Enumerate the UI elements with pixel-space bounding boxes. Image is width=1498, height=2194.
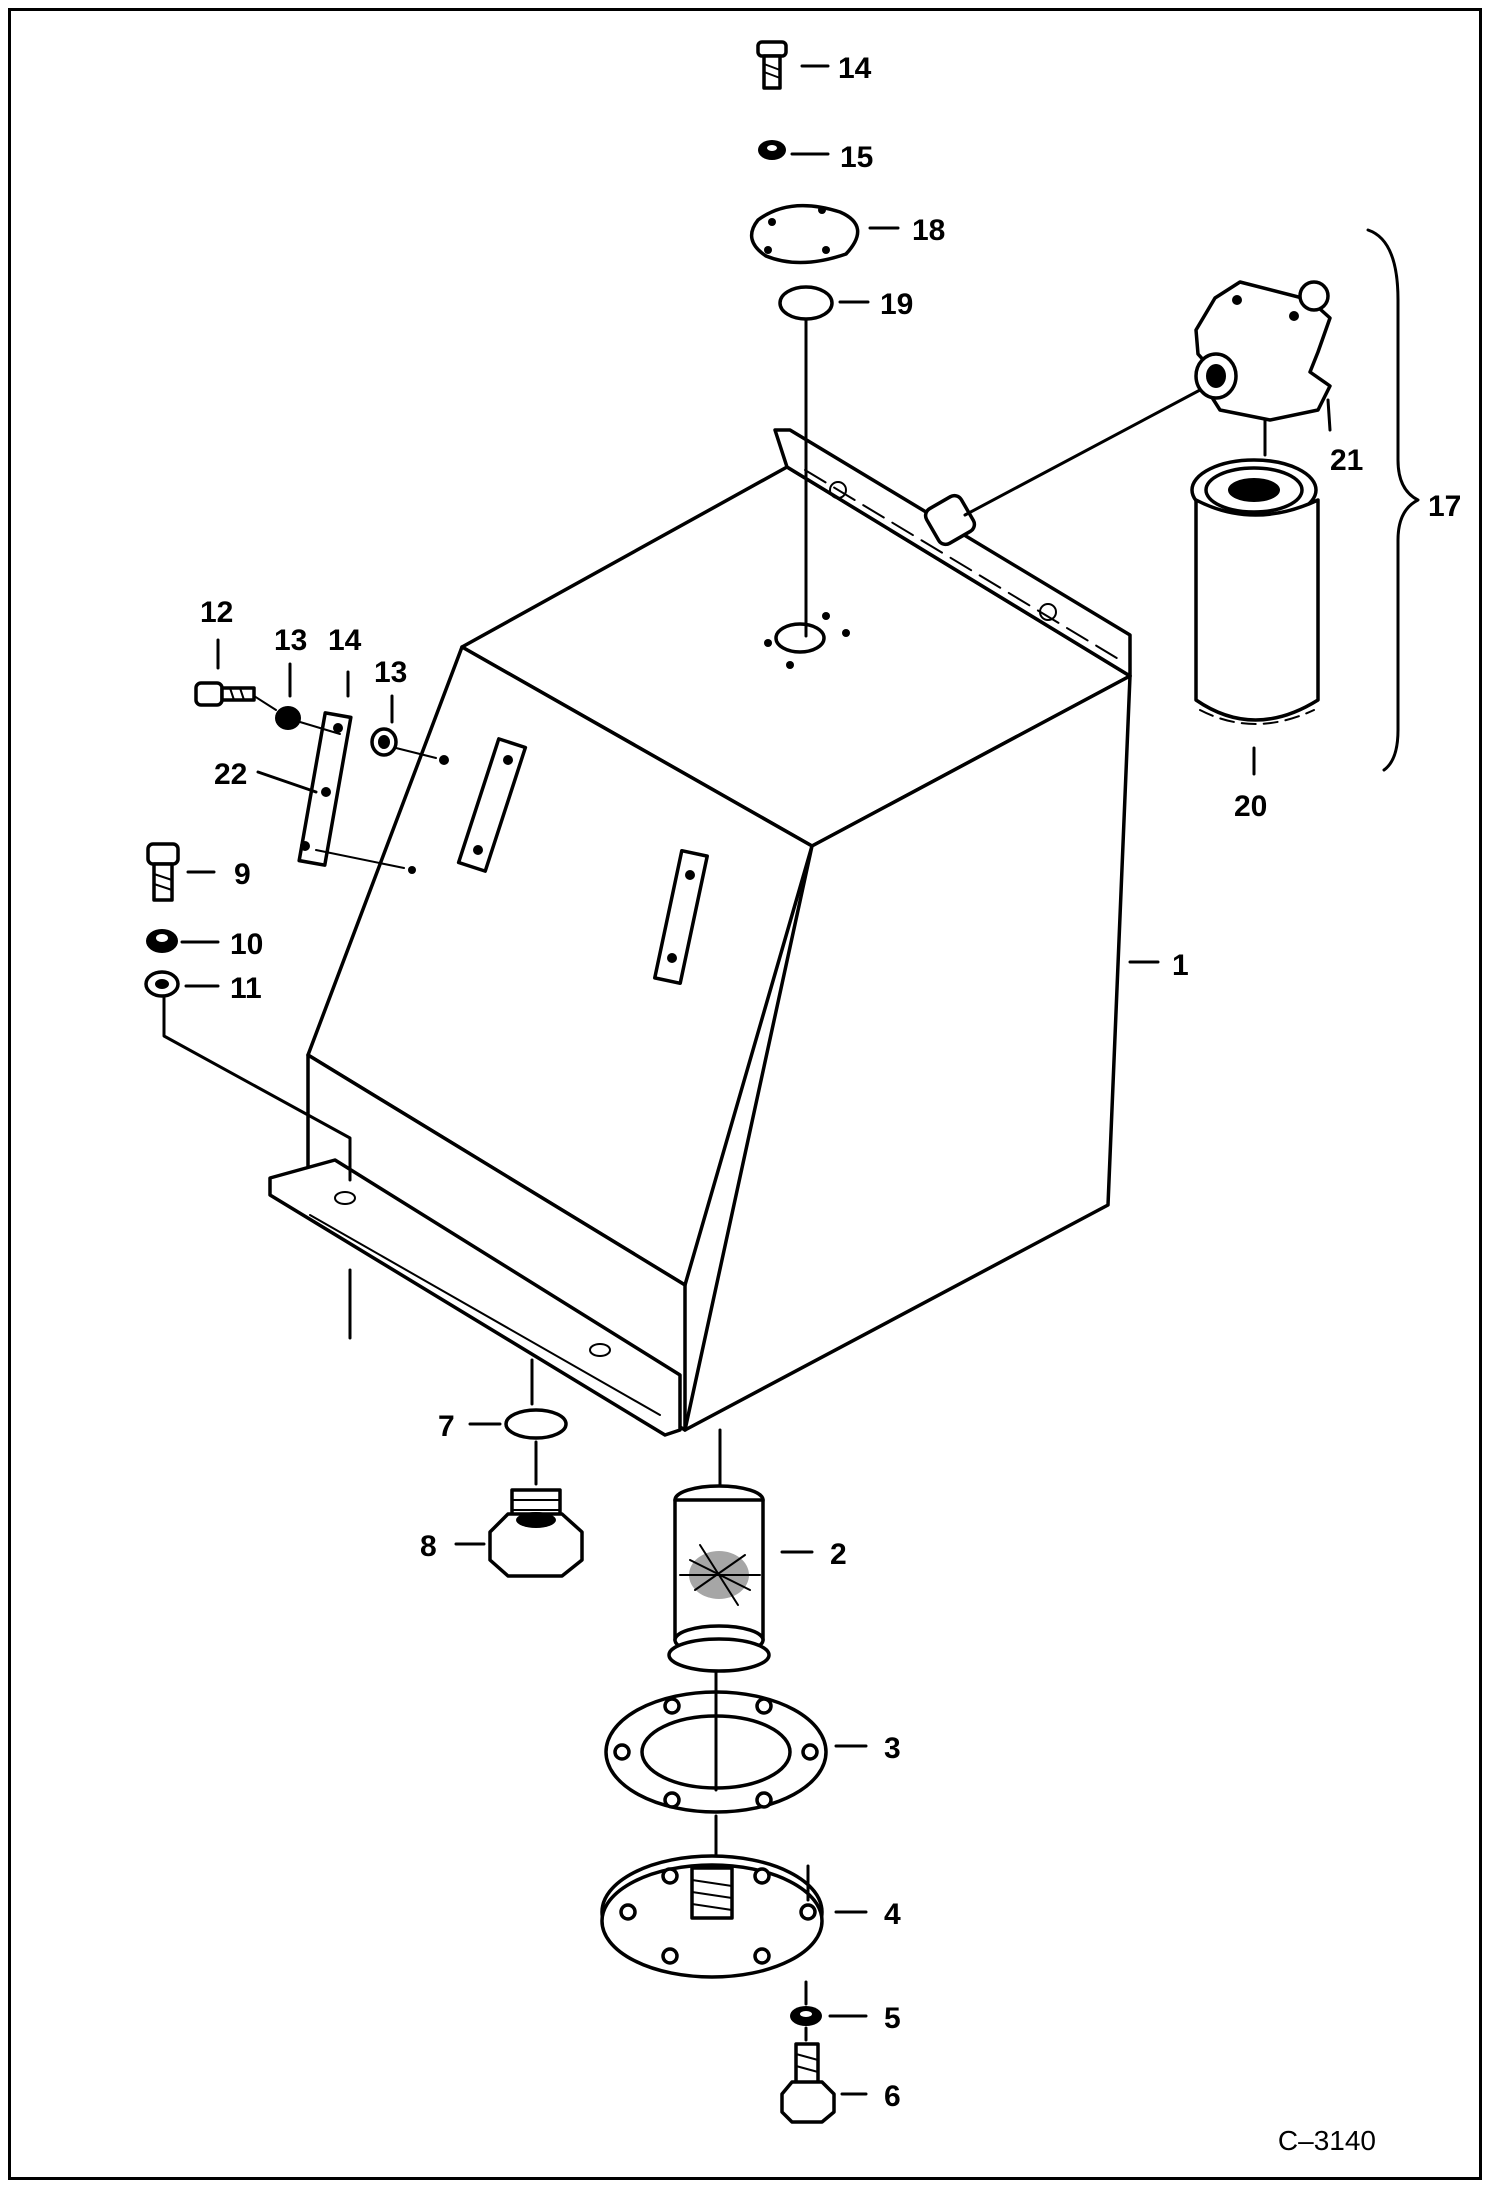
callout-2: 2 — [830, 1538, 847, 1571]
washer-13b — [370, 727, 398, 757]
cover-plate-4 — [600, 1854, 824, 1979]
callout-10: 10 — [230, 928, 263, 961]
bolt-6 — [780, 2042, 836, 2124]
washer-11 — [144, 970, 180, 998]
drain-plug-8 — [488, 1488, 584, 1578]
callout-7: 7 — [438, 1410, 455, 1443]
callout-20: 20 — [1234, 790, 1267, 823]
callout-22: 22 — [214, 758, 247, 791]
lock-washer-13a — [275, 706, 301, 730]
callout-12: 12 — [200, 596, 233, 629]
callout-leaders — [180, 64, 1332, 2096]
callout-3: 3 — [884, 1732, 901, 1765]
callout-16: 15 — [840, 141, 873, 174]
callout-21: 21 — [1330, 444, 1363, 477]
callout-14: 14 — [328, 624, 362, 657]
cover-18 — [749, 203, 860, 265]
washer-16 — [758, 140, 786, 160]
filter-head-21 — [1194, 280, 1332, 457]
callout-1: 1 — [1172, 949, 1189, 982]
callout-15: 14 — [838, 52, 872, 85]
callout-13b: 13 — [374, 656, 407, 689]
sight-gauge-14 — [297, 711, 353, 867]
callout-9: 9 — [234, 858, 251, 891]
callout-6: 6 — [884, 2080, 901, 2113]
callout-18: 18 — [912, 214, 945, 247]
bolt-12 — [194, 681, 256, 707]
callout-13a: 13 — [274, 624, 307, 657]
callout-4: 4 — [884, 1898, 901, 1931]
callout-11: 11 — [230, 972, 262, 1005]
o-ring-7 — [504, 1408, 568, 1440]
mounting-bolt-9 — [146, 842, 180, 902]
figure-reference: C–3140 — [1278, 2125, 1376, 2156]
hydraulic-tank — [268, 428, 1132, 1437]
o-ring-19 — [778, 285, 834, 321]
callout-17: 17 — [1428, 490, 1461, 523]
washer-5 — [790, 2006, 822, 2026]
strainer-2 — [667, 1484, 771, 1673]
callout-19: 19 — [880, 288, 913, 321]
filter-element-20 — [1190, 458, 1320, 725]
nut-10 — [146, 929, 178, 953]
callout-5: 5 — [884, 2002, 901, 2035]
callout-8: 8 — [420, 1530, 437, 1563]
cap-screw-15 — [756, 40, 788, 90]
